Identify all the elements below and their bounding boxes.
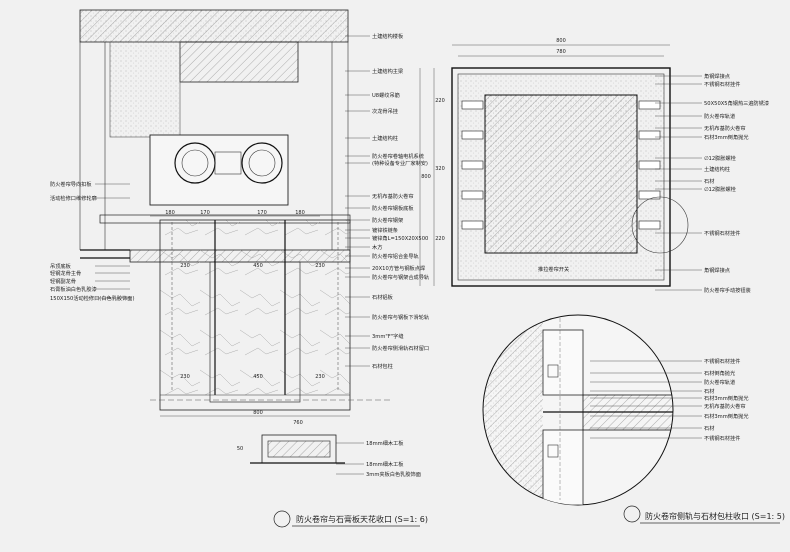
stone-outer-frame <box>451 67 671 287</box>
left-drawing-title: 防火卷帘与石膏板天花收口 (S=1: 6) <box>296 514 428 524</box>
right-callout-label: 50X50X5角钢热三遍防锈漆 <box>704 99 769 107</box>
right-callout-label: 不锈钢石材挂件 <box>704 229 740 237</box>
detail-label: 3mm夹板白色乳胶饰面 <box>366 470 421 478</box>
left-callout-label: (特种设备专业厂家制安) <box>372 159 428 167</box>
right-callout-label: ∅12膨胀螺栓 <box>704 154 737 162</box>
dimension-text: 180 <box>165 210 175 216</box>
left-callout-label: 防火卷帘钢架 <box>372 216 403 224</box>
left-side-label: 轻钢副龙骨 <box>50 277 76 285</box>
left-callout-label: 防火卷帘铝合金导轨 <box>372 252 419 260</box>
magnified-detail <box>482 314 674 506</box>
right-callout-label: 角钢焊接点 <box>704 266 730 274</box>
roller-drum-right <box>241 142 283 184</box>
dimension-text: 230 <box>315 263 325 269</box>
left-callout-label: 木方 <box>372 243 382 251</box>
left-callout-label: 镀锌铁链条 <box>372 226 398 234</box>
dimension-text: 170 <box>257 210 267 216</box>
left-side-label: 150X150活动检修口(白色乳胶饰面) <box>50 294 134 302</box>
right-callout-label: 土建结构柱 <box>704 165 730 173</box>
dimension-text: 760 <box>293 420 303 426</box>
dimension-total: 800 <box>253 410 263 416</box>
left-callout-label: 无机布基防火卷帘 <box>372 192 414 200</box>
dimension-text: 230 <box>315 374 325 380</box>
right-callout-label: ∅12膨胀螺栓 <box>704 185 737 193</box>
left-callout-label: 土建结构楼板 <box>372 32 404 40</box>
left-callout-label: 石材包柱 <box>372 362 393 370</box>
detail-label: 18mm细木工板 <box>366 439 404 447</box>
dimension-text: 780 <box>556 49 566 55</box>
dimension-text: 220 <box>435 236 445 242</box>
magnified-callout-label: 石材 <box>704 424 714 432</box>
right-drawing-title: 防火卷帘侧轨与石材包柱收口 (S=1: 5) <box>645 511 785 521</box>
magnified-callout-label: 防火卷帘轨道 <box>704 378 735 386</box>
right-callout-label: 无机布基防火卷帘 <box>704 124 746 132</box>
left-section-drawing <box>79 9 390 464</box>
dimension-text: 320 <box>435 166 445 172</box>
left-callout-label: 防火卷帘与钢架合成导轨 <box>372 273 429 281</box>
magnified-callout-label: 不锈钢石材挂件 <box>704 357 740 365</box>
dimension-text: 230 <box>180 374 190 380</box>
left-callout-label: U8螺纹吊筋 <box>372 91 400 99</box>
right-callout-label: 防火卷帘轨道 <box>704 112 735 120</box>
left-side-label: 活动检修口维修轮廓 <box>50 194 97 202</box>
left-callout-label: 20X10方管与钢板点焊 <box>372 264 425 272</box>
detail-label: 18mm细木工板 <box>366 460 404 468</box>
roller-motor-box <box>149 134 289 206</box>
left-side-label: 防火卷帘导向扣板 <box>50 180 92 188</box>
magnified-callout-label: 无机布基防火卷帘 <box>704 402 746 410</box>
left-callout-label: 防火卷帘侧滑轨石材留口 <box>372 344 429 352</box>
right-callout-label: 角钢焊接点 <box>704 72 730 80</box>
left-callout-label: 3mm"F"字缝 <box>372 332 404 340</box>
left-callout-label: 防火卷帘卷轴电机系统 <box>372 152 424 160</box>
right-callout-label: 不锈钢石材挂件 <box>704 80 740 88</box>
left-side-label: 吊顶底板 <box>50 262 72 270</box>
left-callout-label: 土建结构柱 <box>372 134 398 142</box>
stone-column-cladding <box>159 219 351 411</box>
right-callout-label: 防火卷帘手动按钮装 <box>704 286 751 294</box>
column-block <box>109 41 181 138</box>
magnified-callout-label: 石材3mm倒角抛光 <box>704 394 749 402</box>
dimension-text: 170 <box>200 210 210 216</box>
left-callout-label: 防火卷帘与钢板下滑轮轨 <box>372 313 429 321</box>
left-callout-label: 防火卷帘钢板底板 <box>372 204 414 212</box>
dimension-text: 180 <box>295 210 305 216</box>
callout-marker <box>631 196 689 254</box>
main-beam <box>179 41 299 83</box>
right-callout-label: 石材3mm倒角抛光 <box>704 133 749 141</box>
left-callout-label: 次龙骨吊挂 <box>372 107 398 115</box>
dimension-text: 800 <box>556 38 566 44</box>
left-side-label: 石膏板油白色乳胶漆 <box>50 285 97 293</box>
left-side-label: 轻钢龙骨主骨 <box>50 269 81 277</box>
left-callout-label: 镀锌角L=150X20X500 <box>372 234 428 242</box>
switch-label: 推拉卷帘开关 <box>538 265 569 273</box>
right-plan-drawing <box>451 67 689 287</box>
left-callout-label: 土建结构主梁 <box>372 67 403 75</box>
magnified-callout-label: 石材3mm倒角抛光 <box>704 412 749 420</box>
dimension-text: 450 <box>253 374 263 380</box>
magnified-callout-label: 石材 <box>704 387 714 395</box>
magnified-callout-label: 不锈钢石材挂件 <box>704 434 740 442</box>
left-callout-label: 石材铝板 <box>372 293 394 301</box>
dimension-text: 50 <box>237 446 243 452</box>
magnified-callout-label: 石材倒角抛光 <box>704 369 735 377</box>
dimension-text: 800 <box>421 174 431 180</box>
right-callout-label: 石材 <box>704 177 714 185</box>
dimension-text: 220 <box>435 98 445 104</box>
dimension-text: 450 <box>253 263 263 269</box>
dimension-text: 230 <box>180 263 190 269</box>
